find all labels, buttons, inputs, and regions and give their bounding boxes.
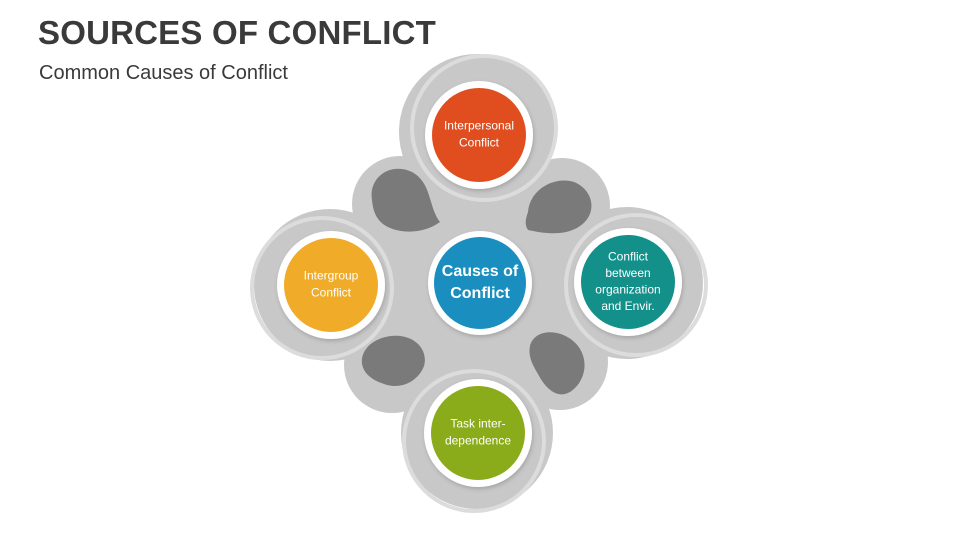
node-top-line: Conflict (459, 136, 500, 150)
connector-bl (361, 335, 425, 386)
node-top-line: Interpersonal (444, 119, 514, 133)
connector-tr (525, 180, 592, 234)
page-title: SOURCES OF CONFLICT (38, 14, 436, 51)
node-right-label: Conflict between organization and Envir. (595, 249, 660, 313)
node-center-label: Causes of Conflict (442, 263, 519, 302)
node-bottom-label: Task inter-dependence (445, 417, 511, 448)
node-right-line: Conflict (608, 249, 649, 263)
node-right-line: organization (595, 282, 660, 296)
node-bottom: Task inter-dependence (424, 379, 532, 487)
node-left-line: Conflict (311, 286, 352, 300)
node-right: Conflict between organization and Envir. (574, 228, 682, 336)
shell-ring-right (564, 213, 708, 357)
node-center: Causes of Conflict (428, 231, 532, 335)
node-right-line: between (605, 266, 650, 280)
connector-tl (371, 168, 440, 232)
node-bottom-line: dependence (445, 434, 511, 448)
diagram-connectors (361, 168, 592, 395)
connector-br (529, 332, 585, 395)
page-subtitle: Common Causes of Conflict (39, 62, 288, 84)
shell-ring-top (410, 54, 558, 202)
node-left-line: Intergroup (304, 269, 359, 283)
node-bottom-line: Task inter- (450, 417, 505, 431)
node-right-line: and Envir. (601, 299, 654, 313)
node-center-line: Causes of (442, 263, 519, 280)
node-center-line: Conflict (450, 285, 510, 302)
shell-ring-bottom (402, 369, 546, 513)
shell-ring-left (250, 216, 394, 360)
